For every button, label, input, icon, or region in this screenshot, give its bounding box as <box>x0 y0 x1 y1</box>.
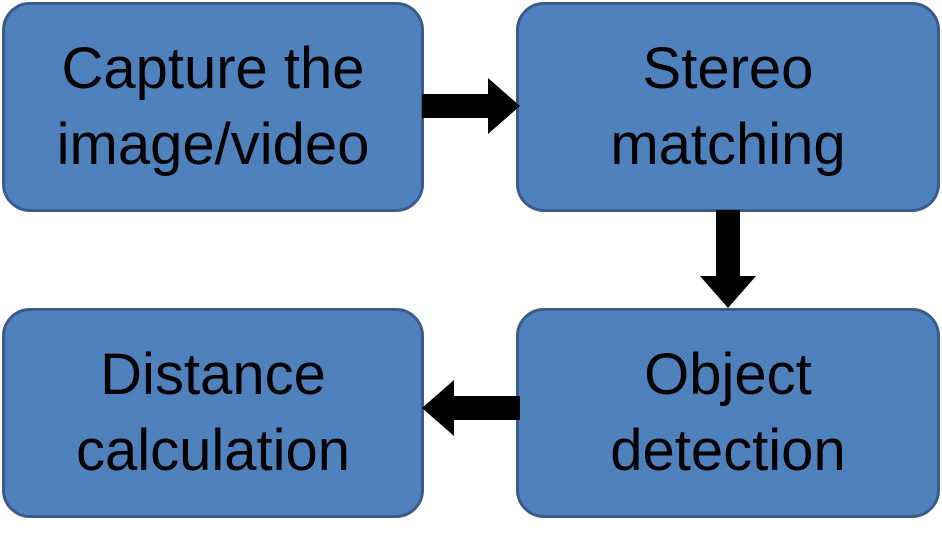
step-distance-calculation-label: Distance calculation <box>75 342 351 483</box>
step-stereo-matching-label: Stereo matching <box>610 36 846 177</box>
step-object-detection-label: Object detection <box>610 342 846 483</box>
arrow-right-icon <box>422 78 520 134</box>
arrow-left-icon <box>422 380 520 436</box>
step-capture-box: Capture the image/video <box>2 2 424 212</box>
step-distance-calculation-box: Distance calculation <box>2 308 424 518</box>
arrow-down-icon <box>700 210 756 308</box>
step-object-detection-box: Object detection <box>516 308 940 518</box>
step-stereo-matching-box: Stereo matching <box>516 2 940 212</box>
step-capture-label: Capture the image/video <box>56 36 370 177</box>
